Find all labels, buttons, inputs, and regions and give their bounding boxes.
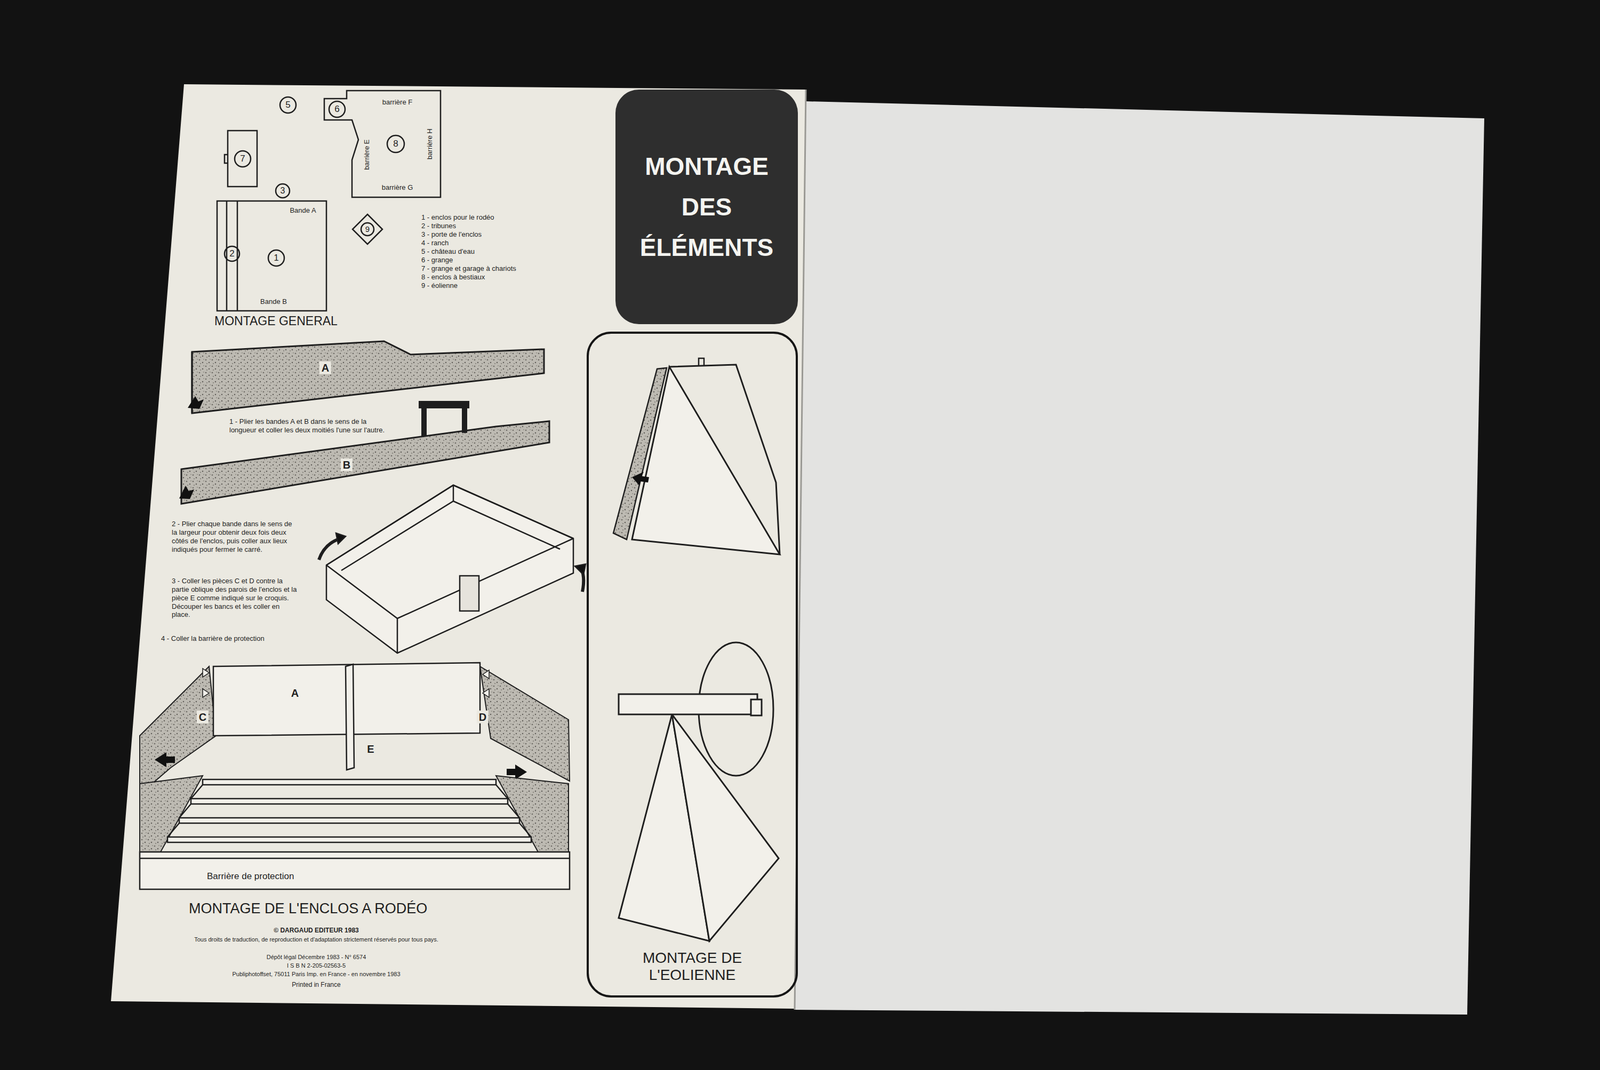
section-heading: MONTAGE DES ÉLÉMENTS (632, 146, 782, 268)
right-page (794, 101, 1485, 1015)
site-plan (217, 90, 441, 311)
imprint-line: Tous droits de traduction, de reproducti… (190, 936, 442, 944)
callout-number: 8 (393, 138, 398, 150)
instruction-note: 2 - Plier chaque bande dans le sens de l… (171, 520, 298, 554)
callout-number: 2 (229, 248, 235, 260)
part-name: barrière F (382, 98, 413, 107)
callout-number: 7 (240, 153, 245, 165)
rodeo-walls (139, 662, 570, 795)
band-b-drawing (179, 401, 550, 504)
part-letter: A (291, 686, 299, 700)
legend-list-item: 9 - éolienne (421, 281, 458, 291)
callout-number: 3 (280, 185, 286, 197)
part-letter: D (476, 710, 489, 724)
legend-list-item: 6 - grange (421, 256, 453, 265)
imprint-line: © DARGAUD EDITEUR 1983 (273, 926, 359, 935)
title-box: MONTAGE DES ÉLÉMENTS (615, 89, 798, 325)
legend-list-item: 8 - enclos à bestiaux (421, 273, 485, 282)
imprint-line: Dépôt légal Décembre 1983 - N° 6574 (266, 954, 367, 962)
part-letter: C (196, 710, 209, 724)
assembly-panel: MONTAGE DE L'EOLIENNE (586, 331, 798, 998)
instruction-note: 4 - Coller la barrière de protection (161, 634, 265, 644)
callout-number: 1 (273, 252, 279, 264)
panel-caption: MONTAGE DE L'EOLIENNE (625, 949, 759, 984)
a-frame-drawing (613, 358, 780, 555)
part-name: barrière H (425, 128, 435, 160)
part-name: Bande A (289, 206, 316, 215)
section-heading: MONTAGE DE L'ENCLOS A RODÉO (188, 900, 428, 918)
left-page (110, 84, 806, 1010)
imprint-line: I S B N 2-205-02563-5 (286, 962, 346, 970)
band-a-drawing (187, 341, 544, 414)
part-letter: A (319, 361, 332, 375)
section-heading: MONTAGE GENERAL (214, 313, 338, 329)
grandstand (139, 776, 570, 890)
legend-list-item: 3 - porte de l'enclos (421, 230, 482, 239)
instruction-note: 1 - Plier les bandes A et B dans le sens… (229, 417, 395, 435)
part-name: barrière E (362, 139, 372, 170)
legend-list-item: 7 - grange et garage à chariots (421, 264, 517, 274)
wind-pump-drawing (618, 642, 779, 942)
legend-list-item: 4 - ranch (421, 238, 449, 248)
part-letter: E (366, 742, 374, 756)
imprint-line: Publiphotoffset, 75011 Paris Imp. en Fra… (232, 971, 400, 979)
callout-number: 6 (334, 104, 340, 116)
part-name: barrière G (381, 183, 414, 192)
part-letter: Barrière de protection (206, 871, 294, 883)
legend-list-item: 1 - enclos pour le rodéo (421, 213, 495, 222)
enclosure-box (318, 485, 586, 654)
legend-list-item: 5 - château d'eau (421, 247, 475, 256)
instruction-note: 3 - Coller les pièces C et D contre la p… (171, 577, 298, 620)
legend-list-item: 2 - tribunes (421, 221, 456, 231)
callout-number: 9 (365, 224, 370, 235)
part-name: Bande B (260, 297, 287, 307)
callout-number: 5 (285, 99, 291, 111)
imprint-line: Printed in France (291, 981, 341, 990)
part-letter: B (340, 458, 353, 472)
